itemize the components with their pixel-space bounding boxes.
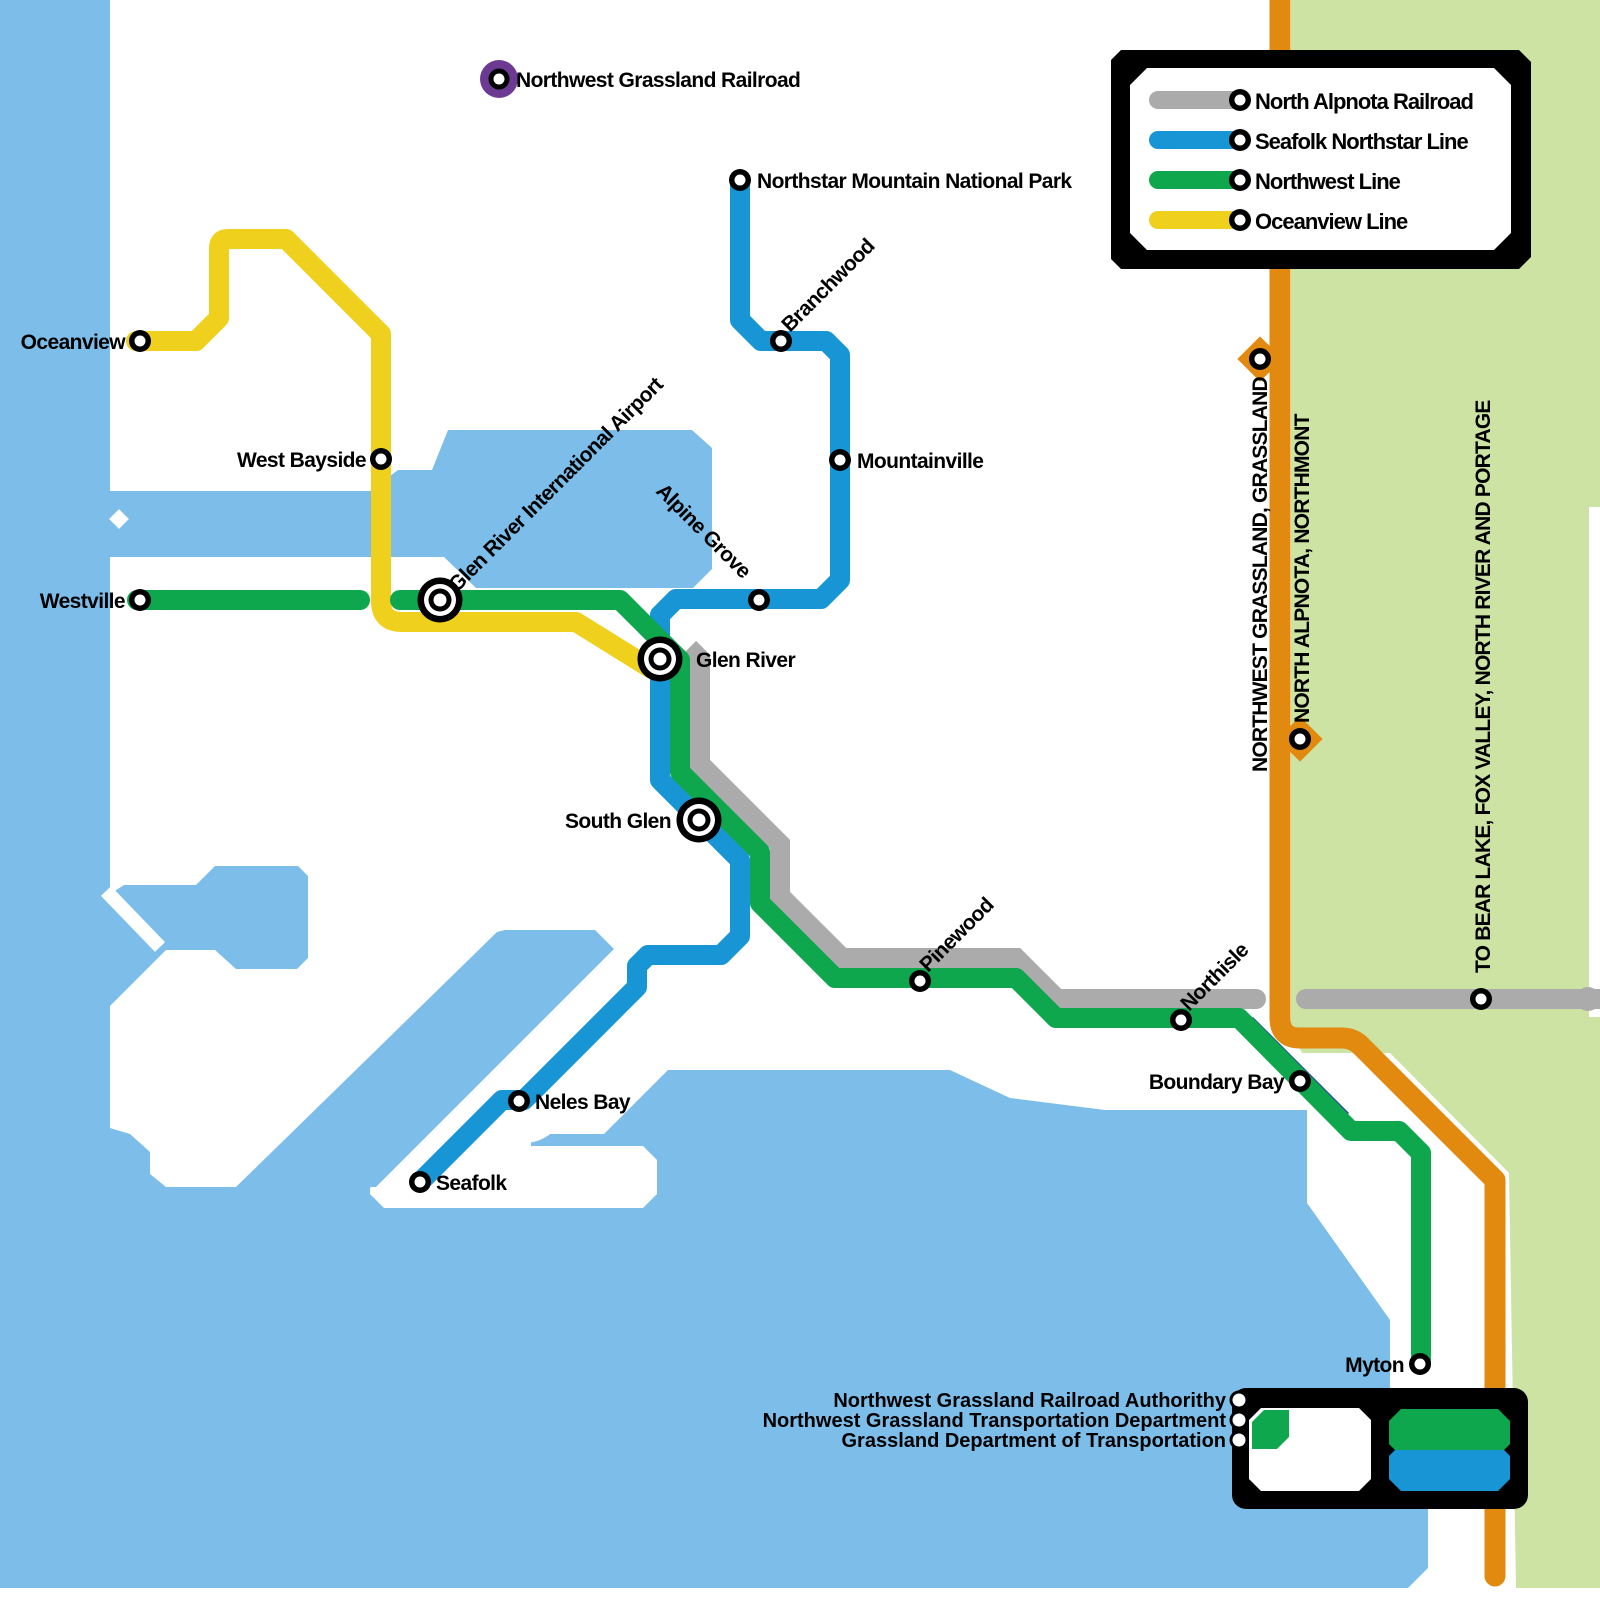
- svg-text:Myton: Myton: [1345, 1354, 1404, 1377]
- svg-text:Westville: Westville: [40, 590, 125, 613]
- svg-text:Oceanview: Oceanview: [21, 331, 127, 354]
- svg-text:Grassland Department of Transp: Grassland Department of Transportation: [841, 1430, 1226, 1452]
- svg-text:Oceanview Line: Oceanview Line: [1255, 209, 1408, 234]
- svg-text:Northwest Grassland Transporta: Northwest Grassland Transportation Depar…: [763, 1410, 1227, 1432]
- svg-text:TO BEAR LAKE, FOX VALLEY, NORT: TO BEAR LAKE, FOX VALLEY, NORTH RIVER AN…: [1472, 400, 1495, 973]
- svg-text:Neles Bay: Neles Bay: [535, 1091, 631, 1114]
- svg-text:South Glen: South Glen: [565, 810, 671, 833]
- svg-text:Glen River: Glen River: [696, 649, 795, 672]
- svg-text:Northwest Line: Northwest Line: [1255, 169, 1401, 194]
- svg-text:Northwest Grassland Railroad A: Northwest Grassland Railroad Authorithy: [833, 1390, 1227, 1412]
- svg-text:Northstar Mountain National Pa: Northstar Mountain National Park: [757, 170, 1072, 193]
- svg-text:Seafolk Northstar Line: Seafolk Northstar Line: [1255, 129, 1468, 154]
- svg-text:NORTH ALPNOTA, NORTHMONT: NORTH ALPNOTA, NORTHMONT: [1291, 413, 1314, 723]
- svg-text:NORTHWEST GRASSLAND, GRASSLAND: NORTHWEST GRASSLAND, GRASSLAND: [1249, 377, 1272, 772]
- svg-text:Boundary Bay: Boundary Bay: [1149, 1071, 1285, 1094]
- svg-text:North Alpnota Railroad: North Alpnota Railroad: [1255, 89, 1473, 114]
- svg-text:Northwest Grassland Railroad: Northwest Grassland Railroad: [516, 69, 800, 92]
- svg-text:Seafolk: Seafolk: [436, 1172, 507, 1195]
- svg-text:West Bayside: West Bayside: [237, 449, 366, 472]
- svg-text:Mountainville: Mountainville: [857, 450, 983, 473]
